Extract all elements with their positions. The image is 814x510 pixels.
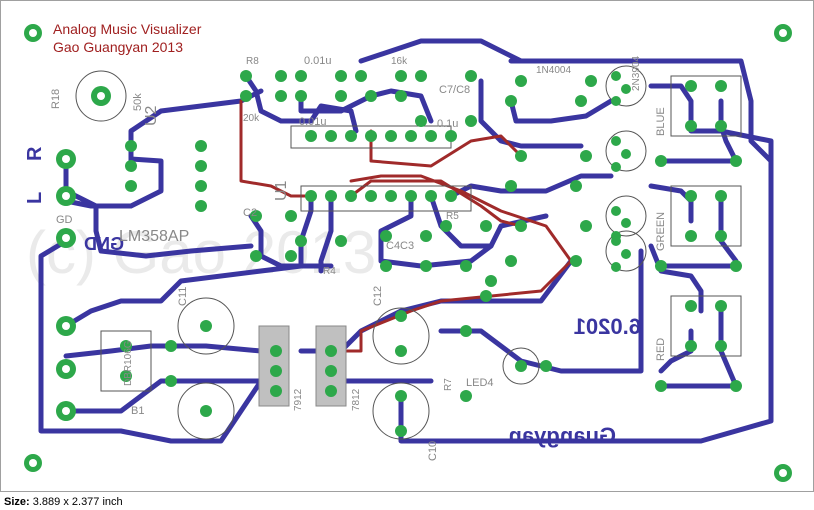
silk-c12: C12 — [372, 286, 384, 306]
silk-r7: R7 — [443, 378, 454, 391]
silk-lm358: LM358AP — [119, 228, 189, 245]
trace-bottom — [448, 173, 614, 199]
silk-c01u: 0.1u — [437, 118, 458, 130]
q-blue — [605, 65, 647, 107]
trace-bottom — [358, 38, 524, 64]
trace-bottom — [63, 188, 254, 259]
silk-dbr106g: DBR106G — [123, 340, 134, 386]
trace-bottom — [63, 378, 279, 414]
silk-r8: R8 — [246, 56, 259, 67]
r18-outline — [75, 70, 127, 122]
silk-gnd: GND — [84, 234, 124, 254]
silk-gd: GD — [56, 214, 73, 226]
silk-c11: C11 — [177, 287, 189, 306]
silk-c4c3: C4C3 — [386, 240, 414, 252]
trace-bottom — [378, 193, 494, 269]
title-line-1: Analog Music Visualizer — [53, 21, 202, 37]
trace-bottom — [478, 78, 584, 149]
trace-bottom — [38, 238, 284, 444]
silk-r4: R4 — [323, 266, 336, 277]
status-label: Size: — [4, 496, 30, 508]
silk-r18: R18 — [50, 89, 62, 109]
silk-50k: 50k — [132, 93, 144, 111]
q-mid — [605, 130, 647, 172]
pot-green — [670, 185, 742, 247]
silk-r5: R5 — [446, 211, 459, 222]
q-red — [605, 230, 647, 272]
trace-top — [239, 99, 313, 198]
silk-c7c8: C7/C8 — [439, 84, 470, 96]
silk-u2: U2 — [143, 105, 160, 126]
silk-l-input: L — [24, 192, 46, 204]
pot-blue — [670, 75, 742, 137]
silk-c001a: 0.01u — [304, 55, 332, 67]
bridge-outline — [100, 330, 152, 392]
q-green — [605, 195, 647, 237]
silk-20k: 20k — [243, 113, 260, 124]
silk-c001b: 0.01u — [299, 116, 327, 128]
pcb-layout: (c) Gao 2013 — [24, 24, 792, 482]
trace-bottom — [508, 98, 614, 124]
c11-outline — [177, 297, 235, 355]
silk-7812: 7812 — [351, 388, 362, 411]
silk-7912: 7912 — [293, 388, 304, 411]
status-bar: Size: 3.889 x 2.377 inch — [0, 494, 814, 510]
pcb-board: (c) Gao 2013 — [0, 0, 814, 492]
silk-led4: LED4 — [466, 377, 494, 389]
c12-outline — [372, 307, 430, 365]
led4-outline — [502, 347, 540, 385]
silk-c2: C2 — [243, 207, 257, 219]
silk-2n3904: 2N3904 — [631, 56, 642, 91]
silk-date-mirrored: 6.0201 — [574, 314, 641, 339]
trace-bottom — [248, 193, 314, 269]
u1-outline — [300, 185, 472, 212]
title-line-2: Gao Guangyan 2013 — [53, 39, 183, 55]
silk-c10: C10 — [427, 441, 439, 461]
silk-16k: 16k — [391, 56, 408, 67]
c9-outline — [177, 382, 235, 440]
silk-u1: U1 — [273, 180, 290, 201]
trace-top — [349, 179, 523, 228]
trace-bottom — [508, 58, 774, 404]
silk-b1: B1 — [131, 405, 144, 417]
silk-red: RED — [655, 338, 667, 361]
pot-red — [670, 295, 742, 357]
trace-bottom — [648, 83, 694, 124]
trace-bottom — [63, 343, 264, 359]
c10-outline — [372, 382, 430, 440]
silk-name-mirrored: Guangyan — [508, 423, 616, 448]
silk-blue: BLUE — [655, 107, 667, 136]
silk-green: GREEN — [655, 212, 667, 251]
trace-top — [369, 129, 523, 168]
pads — [24, 24, 792, 482]
status-value: 3.889 x 2.377 inch — [32, 496, 123, 508]
silk-1n4004: 1N4004 — [536, 65, 571, 76]
silk-r-input: R — [24, 146, 46, 161]
trace-bottom — [718, 98, 739, 164]
trace-bottom — [318, 193, 334, 274]
